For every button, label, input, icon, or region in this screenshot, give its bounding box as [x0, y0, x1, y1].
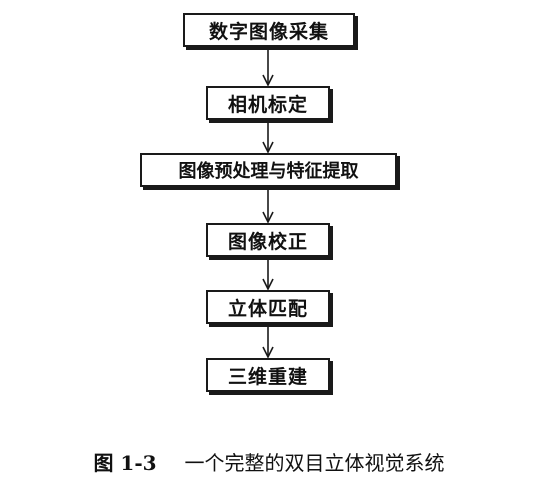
arrowhead-1: [262, 74, 274, 87]
step-stereo-matching: 立体匹配: [206, 290, 330, 324]
step-3d-reconstruction: 三维重建: [206, 358, 330, 392]
step-camera-calibration: 相机标定: [206, 86, 330, 120]
figure-number: 图 1-3: [93, 451, 157, 475]
arrowhead-5: [262, 346, 274, 359]
arrowhead-4: [262, 278, 274, 291]
flowchart: 数字图像采集 相机标定 图像预处理与特征提取 图像校正 立体匹配 三维重建: [140, 13, 397, 392]
step-digital-image-acquisition: 数字图像采集: [183, 13, 355, 47]
step-preprocessing-feature-extraction: 图像预处理与特征提取: [140, 153, 397, 187]
figure-caption: 图 1-3 一个完整的双目立体视觉系统: [0, 447, 538, 476]
arrowhead-2: [262, 141, 274, 154]
figure-caption-text: 一个完整的双目立体视觉系统: [184, 451, 445, 475]
flow-arrows: [262, 50, 274, 359]
step-image-rectification: 图像校正: [206, 223, 330, 257]
arrowhead-3: [262, 211, 274, 224]
